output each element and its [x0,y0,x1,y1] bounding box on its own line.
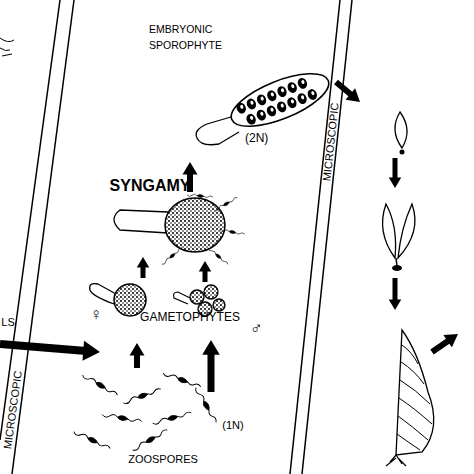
blade-fold [397,345,432,450]
egg-cell [165,198,225,252]
mature-sporophyte [396,330,434,455]
band-line [12,0,74,474]
holdfast [386,455,406,466]
sperm [219,228,245,235]
embryonic-sporophyte: EMBRYONIC SPOROPHYTE(2N) [185,68,330,148]
stage-arrow [0,340,100,361]
cell [286,96,298,110]
stage-heading: EMBRYONIC SPOROPHYTE [149,21,241,54]
cell-spot [291,84,295,89]
sporophyte-body [225,63,336,137]
cell-spot [270,92,274,97]
cell-spot [311,91,315,96]
band-line [290,0,340,474]
cell [265,104,277,118]
young-blade [395,112,407,148]
sperm [214,196,238,212]
stage-arrow [389,158,402,188]
gametophyte-stalk [174,292,191,304]
stage-label: ZOOSPORES [128,454,198,465]
sporophyte-blade [398,204,415,258]
holdfast [400,150,405,155]
cell [245,112,257,126]
stage-arrow [137,257,150,278]
stage-arrow [130,343,145,368]
holdfast [392,265,402,271]
stage-label: GAMETOPHYTES [140,311,240,323]
stage-arrow [199,261,212,282]
male-gametophyte-cell [204,285,218,299]
zoospore [132,428,169,452]
cell-spot [280,103,284,108]
cell-spot [260,96,264,101]
egg-stalk [114,210,168,233]
cell-spot [250,100,254,105]
cell-spot [280,88,284,93]
stipe [396,258,397,266]
sex-symbol: ♂ [250,320,263,337]
stage-arrow [389,278,402,310]
cell [255,108,267,122]
male-gametophyte-cell [213,299,225,311]
cell [306,88,318,102]
ploidy-label: (1N) [222,420,243,431]
cell [245,97,257,111]
cell [266,89,278,103]
cell-spot [250,116,254,121]
sex-symbol: ♀ [90,306,103,323]
male-gametophyte-cell [190,290,204,304]
cell-spot [290,99,294,104]
zoospore [194,387,218,424]
cell [296,92,308,106]
sperm [207,246,229,265]
cell-spot [260,111,264,116]
cell [235,101,247,115]
cell [296,77,308,91]
zoospore [102,412,142,423]
cell-spot [301,80,305,85]
zoospore [152,411,192,426]
zoospore [122,387,161,405]
stage-arrow [430,334,458,354]
cell-wall [225,63,336,137]
cell-spot [270,107,274,112]
zoospore [82,373,119,397]
band-line [0,0,60,440]
zoospore [162,371,201,389]
cell [275,100,287,114]
cell [286,81,298,95]
process-label: SYNGAMY [110,178,191,194]
sperm [161,246,183,265]
cell-spot [240,104,244,109]
sporophyte-blade [383,204,396,258]
cut-off-sketch [0,38,14,56]
sperm [187,193,213,198]
cell [276,85,288,99]
stage-arrow [202,340,220,392]
gametophyte-stalk [90,284,116,304]
ploidy-label: (2N) [245,132,285,144]
band-line [302,0,352,474]
stage-arrow [334,80,360,102]
zoospore [73,429,111,450]
cut-off-label: LS [1,317,14,328]
cell [255,93,267,107]
cell-spot [301,95,305,100]
